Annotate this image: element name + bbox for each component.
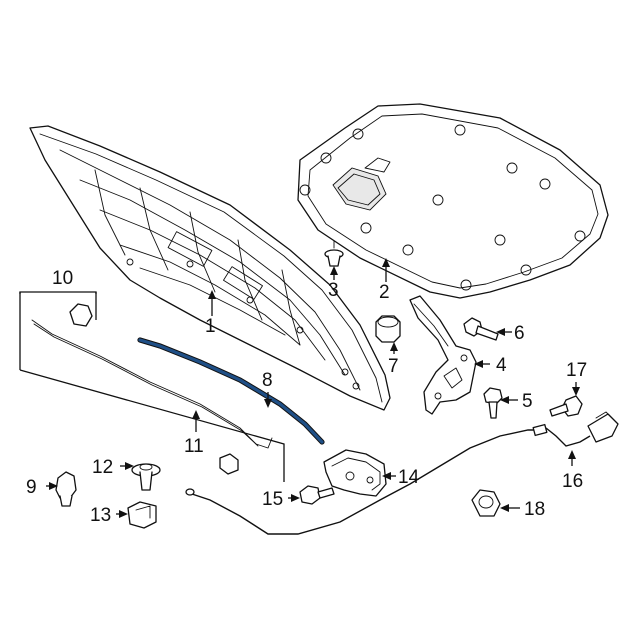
- callout-1: 1: [205, 316, 216, 337]
- callout-17: 17: [566, 360, 587, 381]
- bumper-9[interactable]: [55, 471, 77, 507]
- insulator-clip: [299, 124, 586, 291]
- callout-6: 6: [514, 323, 525, 344]
- prop-rod-clip[interactable]: [69, 303, 93, 327]
- callout-numbers: 1 2 3 4 5 6 7 8 9 10 11 12 13 14 15 16 1…: [26, 268, 587, 526]
- callout-16: 16: [562, 471, 583, 492]
- callout-15: 15: [262, 489, 283, 510]
- callout-18: 18: [524, 499, 545, 520]
- hood-latch-striker[interactable]: [409, 295, 477, 415]
- callout-2: 2: [379, 282, 390, 303]
- callout-4: 4: [496, 355, 507, 376]
- hood-seal[interactable]: [137, 337, 325, 445]
- hood-release-cable[interactable]: [185, 411, 619, 535]
- callout-13: 13: [90, 505, 111, 526]
- bolt-6[interactable]: [463, 317, 499, 341]
- hood-latch[interactable]: [323, 449, 387, 497]
- grommet[interactable]: [375, 315, 401, 343]
- callout-9: 9: [26, 477, 37, 498]
- callout-7: 7: [388, 356, 399, 377]
- hood-prop-rod[interactable]: [31, 319, 273, 475]
- hood-bumper[interactable]: [324, 240, 344, 267]
- connector-18[interactable]: [471, 489, 501, 517]
- callout-5: 5: [522, 391, 533, 412]
- hood-insulator[interactable]: [297, 103, 609, 299]
- callout-10: 10: [52, 268, 73, 289]
- callout-8: 8: [262, 370, 273, 391]
- callout-3: 3: [328, 280, 339, 301]
- clip-12[interactable]: [131, 463, 161, 491]
- prop-rod-kit-bracket: [19, 291, 285, 482]
- callout-11: 11: [184, 436, 204, 457]
- callout-14: 14: [398, 467, 420, 488]
- callout-12: 12: [92, 457, 113, 478]
- leader-lines: [46, 258, 580, 518]
- bolt-5[interactable]: [483, 387, 503, 419]
- hood-panel[interactable]: [29, 125, 391, 411]
- bolt-15[interactable]: [299, 485, 335, 505]
- bolt-17[interactable]: [549, 395, 583, 417]
- clip-13[interactable]: [127, 501, 157, 529]
